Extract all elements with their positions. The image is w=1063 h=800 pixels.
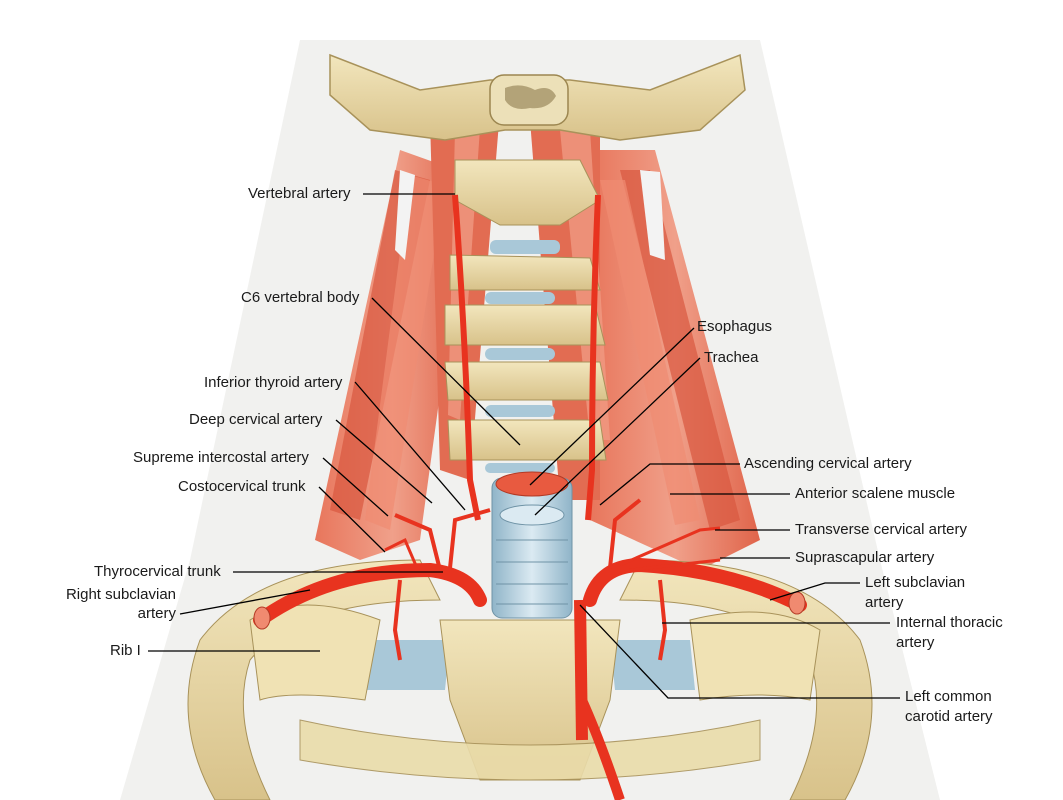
leader-ascending-cervical-artery xyxy=(599,463,740,506)
label-vertebral-artery: Vertebral artery xyxy=(248,185,351,202)
label-right-subclavian-artery-line1: Right subclavian xyxy=(65,586,176,603)
leader-costocervical-trunk xyxy=(318,486,386,553)
label-transverse-cervical-artery: Transverse cervical artery xyxy=(795,521,967,538)
leader-left-subclavian-artery xyxy=(769,582,860,601)
cervical-vertebrae xyxy=(444,159,609,473)
label-internal-thoracic-artery-line2: artery xyxy=(896,634,935,651)
label-supreme-intercostal-artery: Supreme intercostal artery xyxy=(133,449,309,466)
leader-deep-cervical-artery xyxy=(335,419,433,504)
leader-inferior-thyroid-artery xyxy=(354,381,466,511)
leader-right-subclavian-artery xyxy=(179,589,311,615)
rib-cage xyxy=(187,559,873,800)
label-left-subclavian-artery-line1: Left subclavian xyxy=(865,574,966,591)
label-trachea: Trachea xyxy=(704,349,759,366)
skull-base xyxy=(329,53,746,141)
label-left-common-carotid-artery-line1: Left common xyxy=(905,688,992,705)
label-costocervical-trunk: Costocervical trunk xyxy=(178,478,306,495)
label-rib-1: Rib I xyxy=(110,642,141,659)
vertebral-arteries xyxy=(452,194,601,521)
arteries xyxy=(253,498,807,800)
leader-supreme-intercostal-artery xyxy=(322,457,389,517)
label-right-subclavian-artery-line2: artery xyxy=(137,605,176,622)
trachea-shape xyxy=(491,471,573,619)
label-anterior-scalene-muscle: Anterior scalene muscle xyxy=(795,485,956,502)
leader-c6-vertebral-body xyxy=(371,297,521,446)
label-c6-vertebral-body: C6 vertebral body xyxy=(241,289,360,306)
leader-lines xyxy=(148,193,900,699)
leader-esophagus xyxy=(529,327,695,486)
label-internal-thoracic-artery-line1: Internal thoracic xyxy=(896,614,1003,631)
label-deep-cervical-artery: Deep cervical artery xyxy=(189,411,323,428)
right-neck-muscles xyxy=(590,150,760,570)
label-esophagus: Esophagus xyxy=(697,318,773,335)
left-neck-muscles xyxy=(315,150,470,560)
label-left-subclavian-artery-line2: artery xyxy=(865,594,904,611)
label-thyrocervical-trunk: Thyrocervical trunk xyxy=(94,563,221,580)
label-suprascapular-artery: Suprascapular artery xyxy=(795,549,935,566)
leader-left-common-carotid-artery xyxy=(579,604,900,699)
label-inferior-thyroid-artery: Inferior thyroid artery xyxy=(204,374,343,391)
leader-trachea xyxy=(534,357,701,516)
label-ascending-cervical-artery: Ascending cervical artery xyxy=(744,455,912,472)
label-left-common-carotid-artery-line2: carotid artery xyxy=(905,708,993,725)
